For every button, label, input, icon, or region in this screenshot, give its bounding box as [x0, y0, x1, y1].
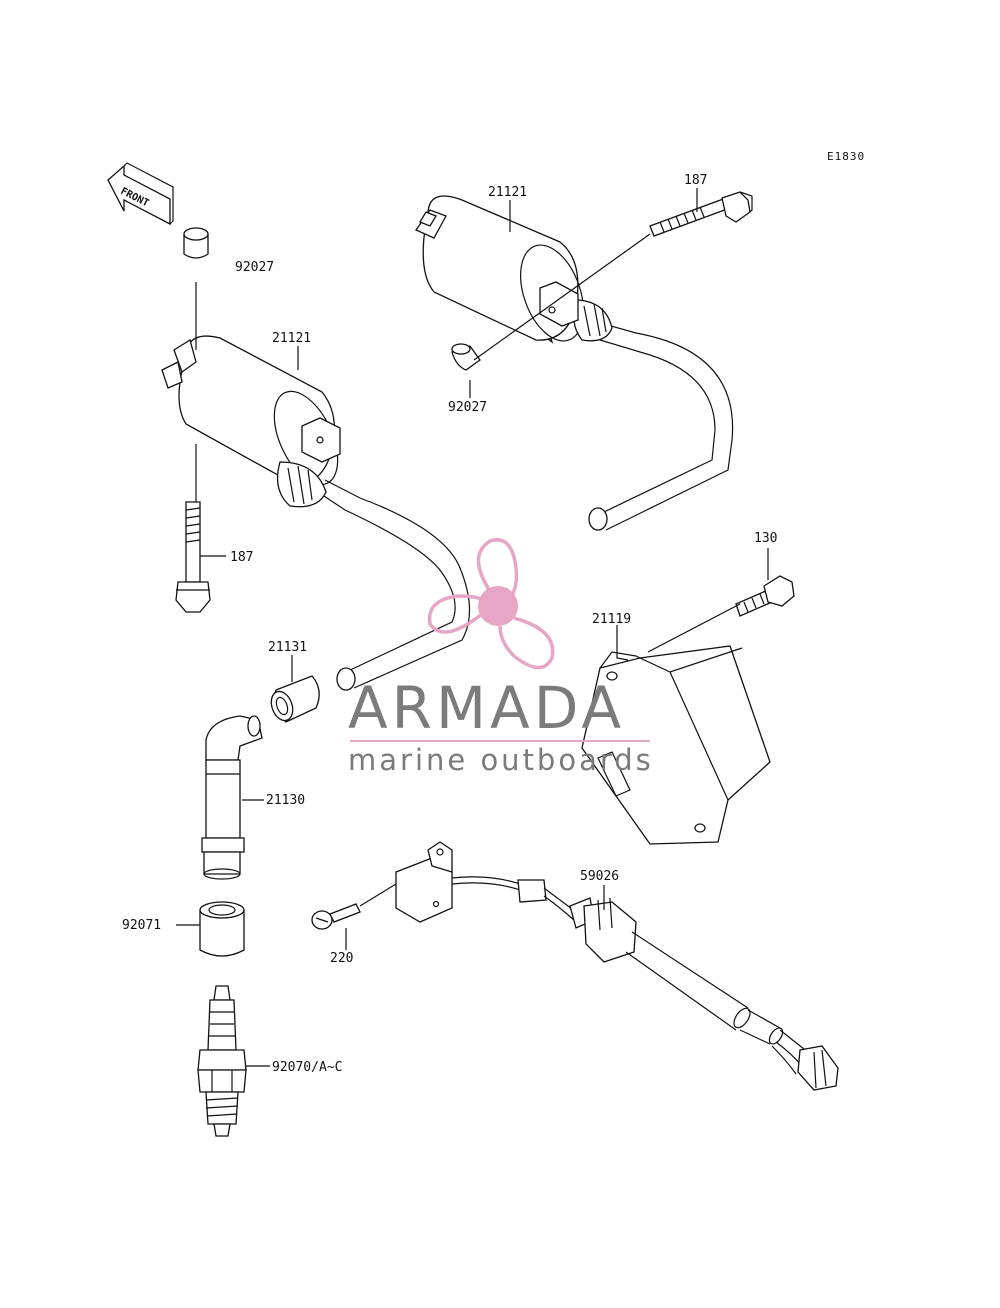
seal-92071 [199, 901, 245, 957]
diagram-code: E1830 [827, 150, 865, 163]
callout-187-left: 187 [230, 550, 253, 565]
callout-220: 220 [330, 951, 353, 966]
callout-21121-top: 21121 [488, 185, 527, 200]
propeller-logo-icon [427, 538, 555, 670]
leader-lines-lower [176, 548, 769, 1067]
coil-boot-21131 [270, 675, 320, 723]
callout-21131: 21131 [268, 640, 307, 655]
callout-labels: 21121 187 92027 92027 21121 187 130 2111… [122, 173, 777, 1075]
callout-92070: 92070/A~C [272, 1060, 342, 1075]
callout-21130: 21130 [266, 793, 305, 808]
bolt-130 [735, 575, 795, 617]
callout-59026: 59026 [580, 869, 619, 884]
callout-130: 130 [754, 531, 777, 546]
collar-92027-left [183, 227, 209, 259]
callout-21121-left: 21121 [272, 331, 311, 346]
cdi-unit-21119 [581, 645, 771, 845]
callout-187-top: 187 [684, 173, 707, 188]
collar-92027-top [451, 343, 481, 371]
front-arrow-icon: FRONT [107, 162, 174, 226]
bolt-187-left [175, 501, 211, 613]
watermark-title: ARMADA [348, 674, 625, 742]
harness-59026 [395, 841, 839, 1091]
callout-92027-top: 92027 [448, 400, 487, 415]
ignition-coil-top [415, 195, 734, 531]
leader-lines-upper [195, 188, 698, 557]
callout-92071: 92071 [122, 918, 161, 933]
watermark: ARMADA marine outboards [348, 538, 654, 777]
spark-plug [197, 985, 247, 1137]
watermark-subtitle: marine outboards [348, 743, 654, 777]
bolt-187-top [649, 191, 753, 237]
spark-plug-cap [201, 715, 263, 880]
ignition-coil-left [161, 335, 471, 691]
screw-220 [311, 903, 361, 930]
callout-92027-left: 92027 [235, 260, 274, 275]
callout-21119: 21119 [592, 612, 631, 627]
